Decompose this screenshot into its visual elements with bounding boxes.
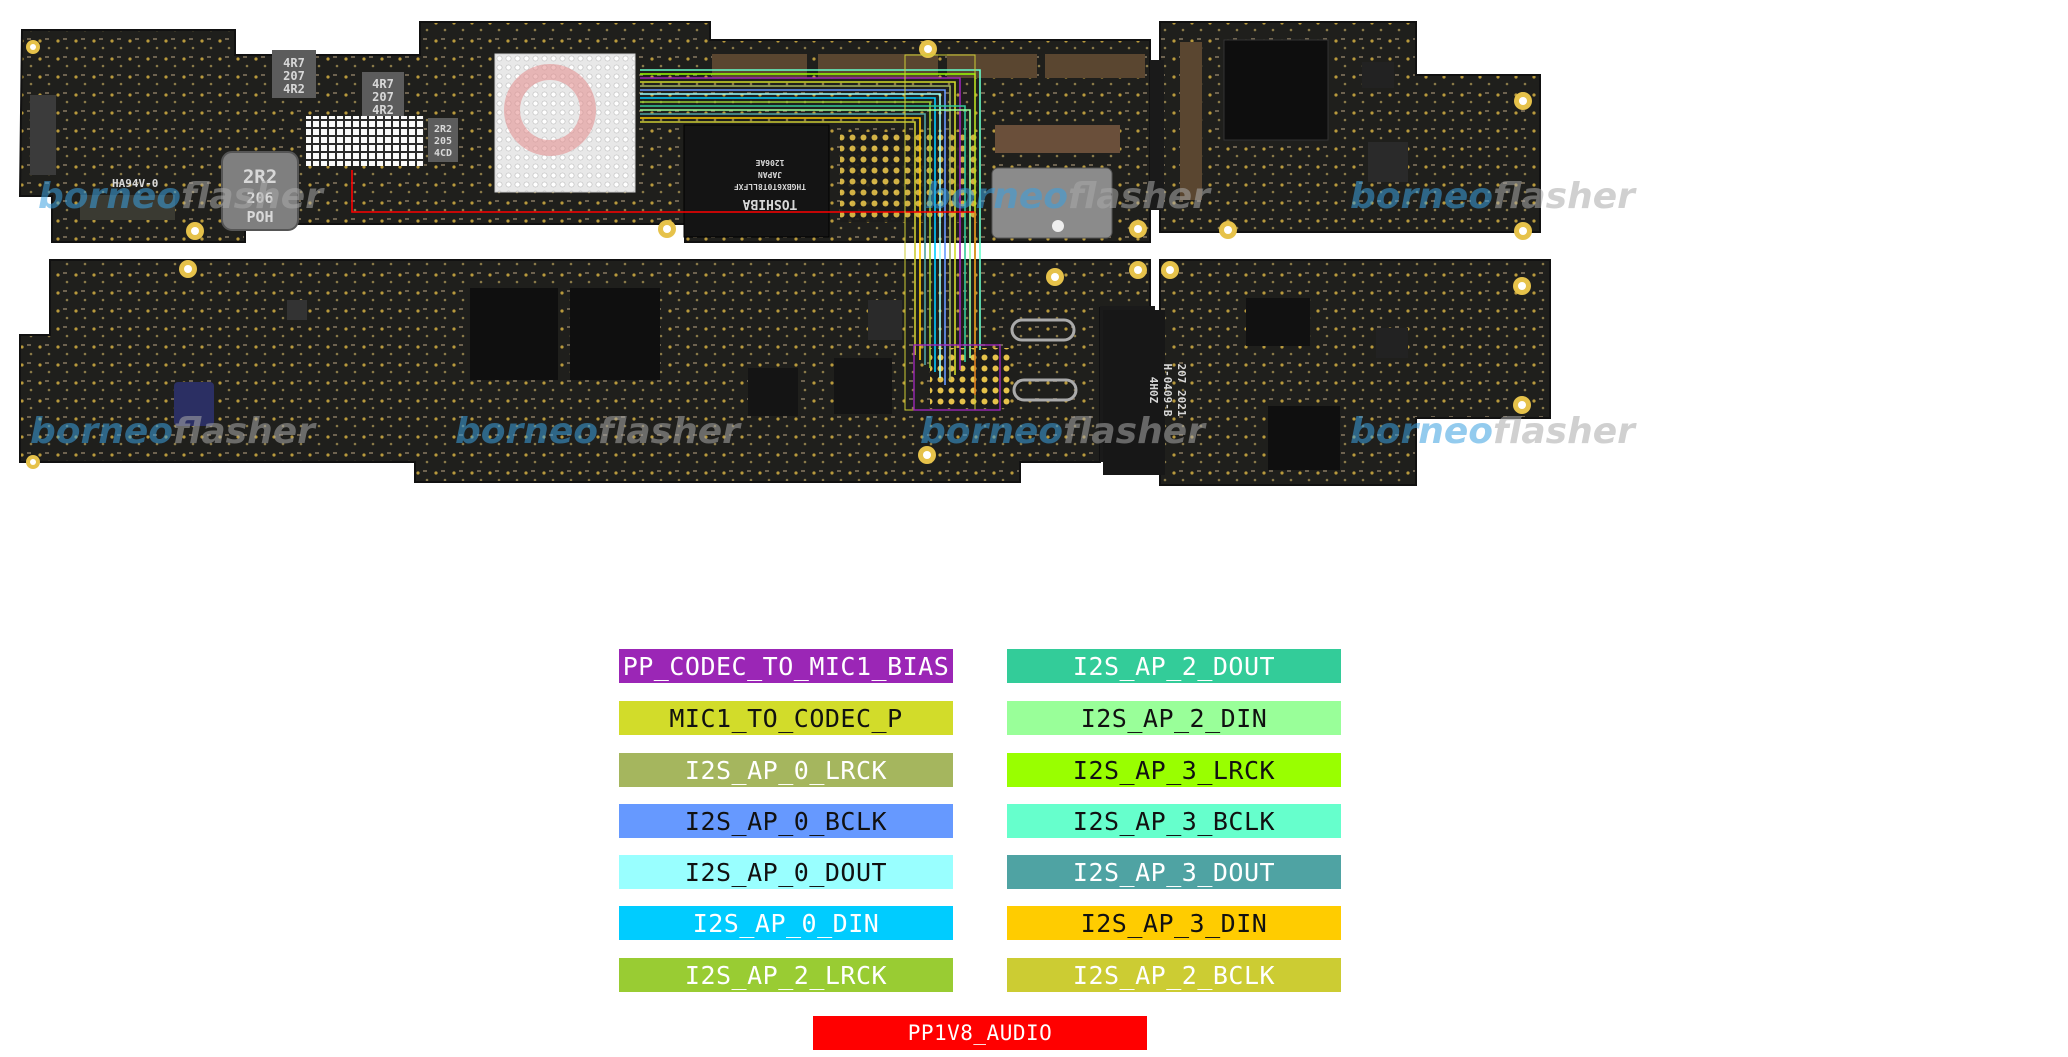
inductor-a-l3: 4R2 — [283, 82, 305, 96]
svg-text:borneoflasher: borneoflasher — [30, 411, 317, 452]
top-main-board: 2R2 206 POH 4R7 207 4R2 4R7 207 4R2 2R2 … — [18, 21, 1151, 243]
inductor-a-l1: 4R7 — [283, 56, 305, 70]
inductor-b-l1: 4R7 — [372, 77, 394, 91]
flash-chip-origin: JAPAN — [758, 170, 782, 179]
inductor-a-l2: 207 — [283, 69, 305, 83]
svg-text:borneoflasher: borneoflasher — [1350, 411, 1637, 452]
svg-text:borneoflasher: borneoflasher — [925, 176, 1212, 217]
legend-i2s-ap-2-lrck: I2S_AP_2_LRCK — [619, 958, 953, 992]
legend-i2s-ap-3-dout: I2S_AP_3_DOUT — [1007, 855, 1341, 889]
legend-i2s-ap-2-bclk: I2S_AP_2_BCLK — [1007, 958, 1341, 992]
watermark-part1: borneo — [38, 176, 181, 217]
flex-marking-1: 4H0Z — [1147, 377, 1160, 404]
inductor-b-l3: 4R2 — [372, 103, 394, 117]
inductor-c-l2: 205 — [434, 136, 452, 147]
legend-i2s-ap-2-dout: I2S_AP_2_DOUT — [1007, 649, 1341, 683]
top-right-board — [1159, 21, 1541, 240]
inductor-c-l1: 2R2 — [434, 124, 452, 135]
flex-marking-2: H-0409-B — [1161, 364, 1174, 417]
watermarks: borneoflasher borneoflasher borneoflashe… — [30, 176, 1637, 452]
legend-i2s-ap-2-din: I2S_AP_2_DIN — [1007, 701, 1341, 735]
flash-chip-part: THGBX6T0T8LLFXF — [734, 182, 806, 191]
legend-i2s-ap-3-din: I2S_AP_3_DIN — [1007, 906, 1341, 940]
inductor-c-l3: 4CD — [434, 148, 452, 159]
flash-chip-date: 1206AE — [755, 158, 784, 167]
svg-text:borneoflasher: borneoflasher — [455, 411, 742, 452]
inductor-big-l1: 2R2 — [243, 166, 277, 188]
legend-i2s-ap-0-dout: I2S_AP_0_DOUT — [619, 855, 953, 889]
flex-marking-3: 207 2021 — [1175, 364, 1188, 417]
legend-i2s-ap-3-lrck: I2S_AP_3_LRCK — [1007, 753, 1341, 787]
svg-text:borneoflasher: borneoflasher — [1350, 176, 1637, 217]
watermark-part2: flasher — [181, 176, 325, 217]
legend-i2s-ap-3-bclk: I2S_AP_3_BCLK — [1007, 804, 1341, 838]
legend-i2s-ap-0-lrck: I2S_AP_0_LRCK — [619, 753, 953, 787]
bottom-right-board — [1159, 259, 1551, 486]
left-connector-marking: HA94V-0 — [112, 177, 158, 190]
inductor-big-l2: 206 — [246, 189, 273, 207]
inductor-big-l3: POH — [246, 208, 273, 226]
flash-chip-brand: TOSHIBA — [742, 196, 797, 211]
svg-text:borneoflasher: borneoflasher — [920, 411, 1207, 452]
codec-chip-pads — [306, 116, 424, 166]
signal-traces — [351, 54, 1001, 411]
legend-i2s-ap-0-bclk: I2S_AP_0_BCLK — [619, 804, 953, 838]
legend-pp-codec-to-mic1-bias: PP_CODEC_TO_MIC1_BIAS — [619, 649, 953, 683]
legend-pp1v8-audio: PP1V8_AUDIO — [813, 1016, 1147, 1050]
inductor-b-l2: 207 — [372, 90, 394, 104]
legend-mic1-to-codec-p: MIC1_TO_CODEC_P — [619, 701, 953, 735]
flex-cable — [1103, 310, 1165, 475]
svg-text:borneoflasher: borneoflasher — [38, 176, 325, 217]
legend-i2s-ap-0-din: I2S_AP_0_DIN — [619, 906, 953, 940]
